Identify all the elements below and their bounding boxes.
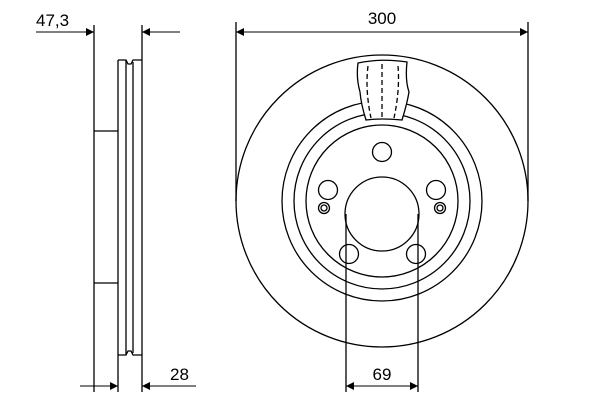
hat-ring-outer — [293, 112, 471, 290]
vent-cutaway — [356, 59, 410, 121]
dimension-total-height: 47,3 — [36, 11, 180, 36]
dimension-outer-diameter: 300 — [235, 9, 529, 201]
dim-label-47-3: 47,3 — [36, 11, 69, 30]
hat-flange — [93, 25, 118, 392]
front-view: 300 69 — [235, 9, 529, 392]
friction-ring-inner — [281, 100, 483, 302]
locating-holes — [317, 201, 447, 215]
dimension-center-bore: 69 — [345, 214, 419, 392]
bolt-holes — [317, 141, 447, 265]
side-view: 47,3 28 — [36, 11, 196, 392]
rotor-section — [117, 25, 143, 392]
hat-ring-inner — [305, 124, 459, 278]
center-bore — [344, 176, 420, 252]
dim-label-69: 69 — [373, 365, 392, 384]
dim-label-300: 300 — [368, 9, 396, 28]
dimension-disc-thickness: 28 — [80, 355, 196, 392]
dim-label-28: 28 — [170, 365, 189, 384]
